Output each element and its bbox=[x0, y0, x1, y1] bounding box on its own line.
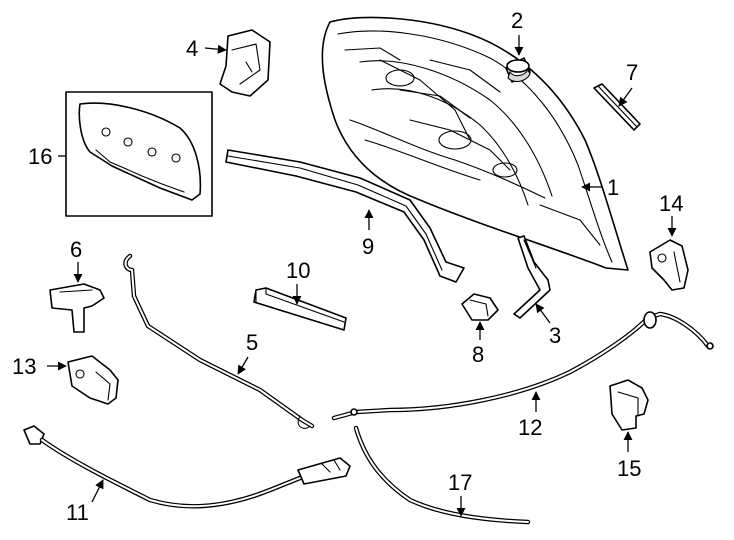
callout-2: 2 bbox=[511, 8, 523, 33]
hinge-mount bbox=[649, 239, 689, 291]
callout-3-leader bbox=[535, 303, 551, 324]
latch-bracket bbox=[513, 235, 551, 319]
latch-clip bbox=[461, 293, 499, 321]
callout-16: 16 bbox=[28, 144, 52, 169]
latch-block bbox=[67, 355, 119, 405]
callout-13: 13 bbox=[12, 354, 36, 379]
callout-5-leader bbox=[237, 356, 249, 375]
callout-10: 10 bbox=[286, 258, 310, 283]
hood-panel bbox=[321, 16, 629, 271]
insulation-pad-box bbox=[65, 91, 213, 217]
prop-rod bbox=[123, 253, 315, 429]
callout-1: 1 bbox=[607, 175, 619, 200]
weatherstrip-seal bbox=[225, 149, 465, 283]
callout-6: 6 bbox=[70, 237, 82, 262]
callout-17: 17 bbox=[448, 470, 472, 495]
release-cable-upper bbox=[331, 311, 714, 421]
callout-4-leader bbox=[204, 44, 227, 54]
release-cable-lower bbox=[23, 425, 351, 509]
callout-11: 11 bbox=[66, 500, 89, 525]
callout-7-leader bbox=[618, 87, 633, 107]
callout-3: 3 bbox=[549, 323, 561, 348]
callout-9: 9 bbox=[362, 234, 374, 259]
callout-8: 8 bbox=[472, 342, 484, 367]
callout-12: 12 bbox=[518, 415, 542, 440]
cable-guide bbox=[353, 425, 531, 525]
callout-14: 14 bbox=[659, 191, 683, 216]
prop-rod-holder bbox=[49, 283, 105, 333]
callout-5: 5 bbox=[246, 330, 258, 355]
callout-7: 7 bbox=[626, 60, 638, 85]
seal-strip bbox=[593, 83, 641, 131]
bracket bbox=[609, 379, 649, 431]
callout-15: 15 bbox=[617, 456, 641, 481]
bumper-stop bbox=[505, 57, 531, 83]
hinge-bracket bbox=[219, 29, 271, 97]
callout-11-leader bbox=[91, 479, 104, 503]
insulator-pad bbox=[253, 287, 347, 331]
callout-4: 4 bbox=[186, 36, 198, 61]
